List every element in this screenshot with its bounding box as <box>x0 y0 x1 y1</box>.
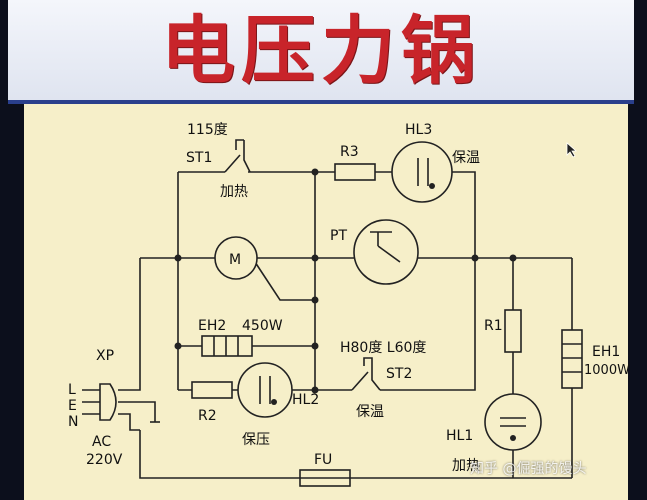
eh1-heater <box>561 329 583 389</box>
st1-temp-label: 115度 <box>187 122 228 138</box>
hl1-lamp <box>484 393 542 451</box>
wire-st2 <box>380 262 476 391</box>
eh1-label: EH1 <box>592 344 620 360</box>
xp-label: XP <box>96 348 114 364</box>
eh1-power-label: 1000W <box>584 363 630 378</box>
st2-switch <box>351 357 381 391</box>
l-label: L <box>68 382 76 398</box>
wire-right-rails <box>314 172 573 478</box>
e-label: E <box>68 398 77 414</box>
ac-label: AC <box>92 434 111 450</box>
wire-motor-diagonal <box>254 261 315 301</box>
r3-label: R3 <box>340 144 359 160</box>
r2-resistor <box>191 381 233 399</box>
hl3-mode-label: 保温 <box>452 150 480 166</box>
r1-resistor <box>504 309 522 353</box>
title-band: 电压力锅 <box>8 0 634 104</box>
eh2-label: EH2 <box>198 318 226 334</box>
r1-label: R1 <box>484 318 503 334</box>
hl2-label: HL2 <box>292 392 319 408</box>
eh2-power-label: 450W <box>242 318 283 334</box>
motor-label: M <box>229 252 241 268</box>
st1-label: ST1 <box>186 150 212 166</box>
hl2-lamp <box>237 362 293 418</box>
hl1-mode-label: 加热 <box>452 458 480 474</box>
hl3-lamp <box>391 141 453 203</box>
fu-label: FU <box>314 452 332 468</box>
st2-temp-label: H80度 L60度 <box>340 340 426 356</box>
ac-voltage-label: 220V <box>86 452 123 468</box>
page-title: 电压力锅 <box>161 8 481 94</box>
hl2-mode-label: 保压 <box>242 432 270 448</box>
motor <box>214 236 258 280</box>
hl1-label: HL1 <box>446 428 473 444</box>
fu-fuse <box>299 469 351 487</box>
st2-mode-label: 保温 <box>356 404 384 420</box>
watermark: 知乎 @倔强的馒头 <box>470 461 587 477</box>
mouse-cursor-icon <box>566 142 578 158</box>
eh2-heater <box>201 335 253 357</box>
pt-label: PT <box>330 228 347 244</box>
wire-bottom <box>139 430 572 479</box>
st2-label: ST2 <box>386 366 412 382</box>
r3-resistor <box>334 163 376 181</box>
hl3-label: HL3 <box>405 122 432 138</box>
st1-switch <box>224 139 251 173</box>
n-label: N <box>68 414 78 430</box>
wire-plug <box>118 380 156 431</box>
st1-mode-label: 加热 <box>220 184 248 200</box>
xp-plug <box>82 383 160 423</box>
pt-switch <box>353 219 419 285</box>
junction-dots <box>174 168 517 394</box>
r2-label: R2 <box>198 408 217 424</box>
wire-left-rail <box>139 172 179 390</box>
